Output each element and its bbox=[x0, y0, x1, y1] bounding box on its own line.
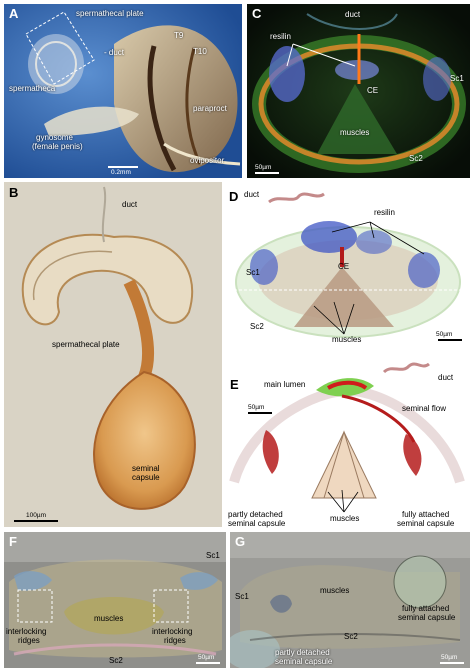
panel-a: A spermathecal plate - duct spermatheca … bbox=[4, 4, 242, 178]
label-sc1: Sc1 bbox=[246, 268, 260, 277]
label-sc1: Sc1 bbox=[450, 74, 464, 83]
scale-bar bbox=[438, 339, 462, 341]
label-fully-2: seminal capsule bbox=[397, 519, 455, 528]
label-duct: duct bbox=[438, 373, 454, 382]
panel-e-image bbox=[229, 362, 465, 513]
label-duct: duct bbox=[244, 190, 260, 199]
scale-label: 50µm bbox=[255, 164, 272, 171]
panel-g: G Sc1 muscles fully attached seminal cap… bbox=[230, 532, 470, 668]
panel-b-image bbox=[4, 182, 222, 527]
label-sc1: Sc1 bbox=[206, 551, 220, 560]
label-fully-2: seminal capsule bbox=[398, 613, 456, 622]
panel-d-letter: D bbox=[229, 189, 239, 204]
label-ce: CE bbox=[338, 262, 350, 271]
label-spermatheca: spermatheca bbox=[9, 84, 56, 93]
panel-c-letter: C bbox=[252, 6, 262, 21]
label-resilin: resilin bbox=[374, 208, 395, 217]
scale-label: 100µm bbox=[26, 512, 47, 519]
label-sc1: Sc1 bbox=[235, 592, 249, 601]
label-interlocking-left: interlocking bbox=[6, 627, 47, 636]
label-muscles: muscles bbox=[332, 335, 362, 344]
panel-b: B duct spermathecal plate seminal capsul… bbox=[4, 182, 222, 527]
panel-f-image bbox=[4, 532, 226, 668]
label-sc2: Sc2 bbox=[250, 322, 264, 331]
panel-b-letter: B bbox=[9, 185, 19, 200]
scale-label: 50µm bbox=[198, 654, 215, 661]
label-ridges-right: ridges bbox=[164, 636, 186, 645]
label-muscles: muscles bbox=[340, 128, 370, 137]
label-muscles: muscles bbox=[94, 614, 124, 623]
panel-f: F Sc1 muscles interlocking ridges interl… bbox=[4, 532, 226, 668]
label-paraproct: paraproct bbox=[193, 104, 227, 113]
panel-c: C duct resilin CE Sc1 muscles Sc2 50µm bbox=[247, 4, 470, 178]
scale-bar bbox=[108, 166, 138, 168]
label-interlocking-right: interlocking bbox=[152, 627, 193, 636]
label-partly-1: partly detached bbox=[228, 510, 283, 519]
label-muscles: muscles bbox=[330, 514, 360, 523]
label-partly-2: seminal capsule bbox=[275, 657, 333, 666]
panel-c-image bbox=[247, 4, 470, 178]
panel-g-letter: G bbox=[235, 534, 246, 549]
scale-bar bbox=[440, 662, 464, 664]
scale-bar bbox=[14, 520, 58, 522]
label-spermathecal-plate: spermathecal plate bbox=[76, 9, 144, 18]
label-sc2: Sc2 bbox=[109, 656, 123, 665]
label-spermathecal-plate: spermathecal plate bbox=[52, 340, 120, 349]
panel-a-letter: A bbox=[9, 6, 19, 21]
label-gynosome: gynosome bbox=[36, 133, 73, 142]
label-main-lumen: main lumen bbox=[264, 380, 306, 389]
label-sc2: Sc2 bbox=[344, 632, 358, 641]
label-duct: duct bbox=[122, 200, 138, 209]
panel-g-image bbox=[230, 532, 470, 668]
panel-e-letter: E bbox=[230, 377, 239, 392]
label-ce: CE bbox=[367, 86, 379, 95]
label-gynosome-sub: (female penis) bbox=[32, 142, 83, 151]
scale-bar bbox=[196, 662, 220, 664]
label-partly-1: partly detached bbox=[275, 648, 330, 657]
label-seminal: seminal bbox=[132, 464, 160, 473]
label-resilin: resilin bbox=[270, 32, 291, 41]
panel-d-image bbox=[234, 192, 461, 338]
label-muscles: muscles bbox=[320, 586, 350, 595]
scale-bar bbox=[248, 412, 272, 414]
label-partly-2: seminal capsule bbox=[228, 519, 286, 528]
scale-label: 0.2mm bbox=[111, 169, 131, 176]
scale-label: 50µm bbox=[441, 654, 458, 661]
label-capsule: capsule bbox=[132, 473, 160, 482]
label-duct: duct bbox=[345, 10, 361, 19]
panel-f-letter: F bbox=[9, 534, 17, 549]
label-ridges-left: ridges bbox=[18, 636, 40, 645]
scale-label: 50µm bbox=[248, 404, 265, 411]
scale-label: 50µm bbox=[436, 331, 453, 338]
label-ovipositor: ovipositor bbox=[190, 156, 225, 165]
panel-a-image bbox=[4, 4, 242, 178]
panel-e: E main lumen duct seminal flow 50µm musc… bbox=[224, 352, 470, 528]
label-seminal-flow: seminal flow bbox=[402, 404, 447, 413]
label-t10: T10 bbox=[193, 47, 207, 56]
label-sc2: Sc2 bbox=[409, 154, 423, 163]
scale-bar bbox=[255, 172, 279, 174]
label-t9: T9 bbox=[174, 31, 184, 40]
label-fully-1: fully attached bbox=[402, 604, 450, 613]
label-duct: - duct bbox=[104, 48, 125, 57]
label-fully-1: fully attached bbox=[402, 510, 450, 519]
panel-d: D duct resilin Sc1 CE Sc2 muscles 50µm bbox=[224, 182, 470, 349]
